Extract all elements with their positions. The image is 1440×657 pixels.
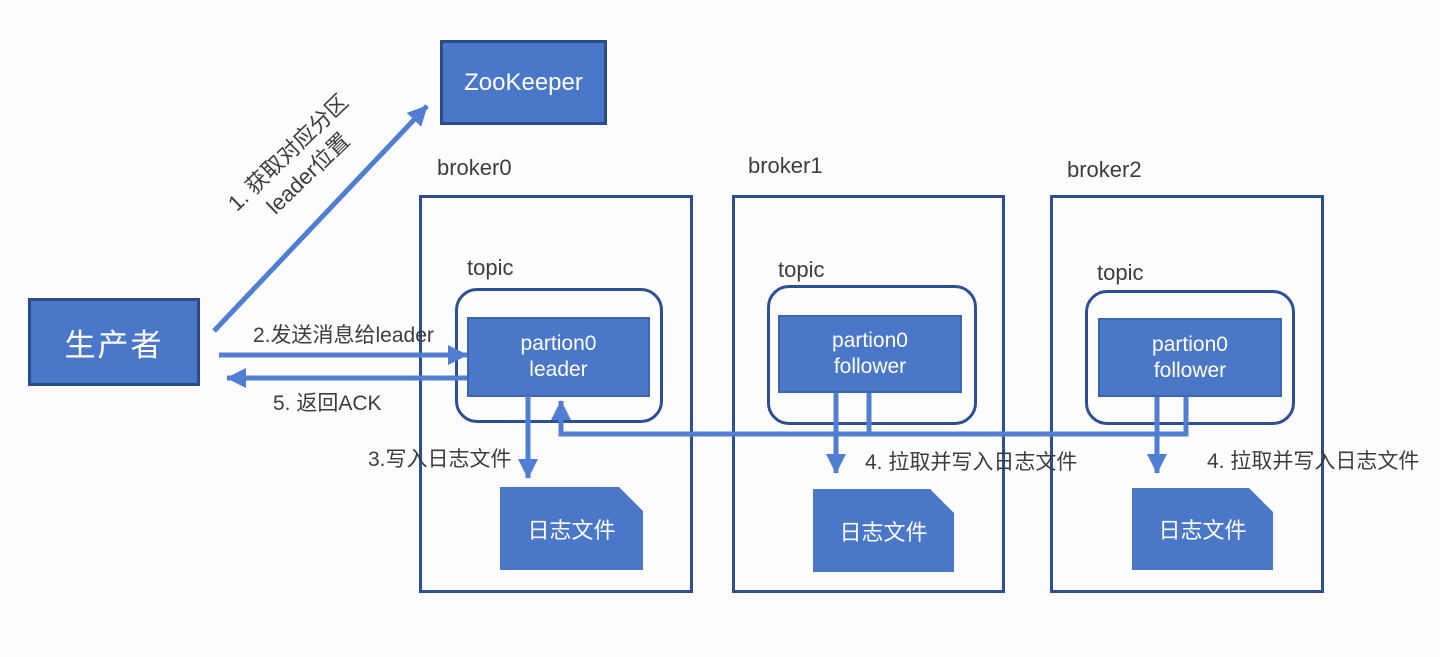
broker2-title: broker2 (1067, 157, 1142, 182)
partition-name: partion0 (520, 332, 597, 355)
partition-name: partion0 (832, 329, 908, 352)
broker0-logfile-node: 日志文件 (500, 487, 643, 570)
broker0-title: broker0 (437, 155, 512, 180)
broker1-title: broker1 (748, 153, 823, 178)
broker0-box (419, 195, 693, 593)
step5-return-ack-label: 5. 返回ACK (273, 392, 382, 415)
step1-get-leader-location-label: 1. 获取对应分区 leader位置 (202, 69, 393, 257)
broker2-logfile-node: 日志文件 (1132, 488, 1273, 570)
broker0-topic-label: topic (467, 255, 514, 280)
broker1-box (732, 195, 1005, 593)
partition-role: follower (1153, 358, 1227, 382)
broker1-logfile-node: 日志文件 (813, 489, 954, 572)
zookeeper-label: ZooKeeper (464, 68, 583, 96)
partition-role: leader (529, 358, 588, 381)
broker1-partition-follower-node: partion0 follower (778, 315, 962, 393)
step2-send-message-label: 2.发送消息给leader (253, 324, 434, 347)
logfile-label: 日志文件 (527, 517, 616, 543)
broker2-box (1050, 195, 1324, 593)
partition-name: partion0 (1152, 332, 1228, 356)
broker1-topic-label: topic (778, 257, 825, 282)
broker2-partition-follower-node: partion0 follower (1098, 318, 1282, 397)
zookeeper-node: ZooKeeper (440, 40, 607, 125)
logfile-label: 日志文件 (839, 519, 928, 545)
broker2-topic-label: topic (1097, 260, 1144, 285)
broker2-topic-rect (1085, 290, 1295, 425)
logfile-label: 日志文件 (1158, 518, 1247, 543)
producer-node: 生产者 (28, 298, 200, 386)
step3-write-log-label: 3.写入日志文件 (368, 448, 512, 471)
partition-role: follower (833, 355, 907, 378)
producer-label: 生产者 (64, 327, 164, 363)
step4-broker2-pull-write-label: 4. 拉取并写入日志文件 (1207, 450, 1420, 473)
broker0-partition-leader-node: partion0 leader (467, 317, 650, 397)
step4-broker1-pull-write-label: 4. 拉取并写入日志文件 (865, 451, 1078, 474)
